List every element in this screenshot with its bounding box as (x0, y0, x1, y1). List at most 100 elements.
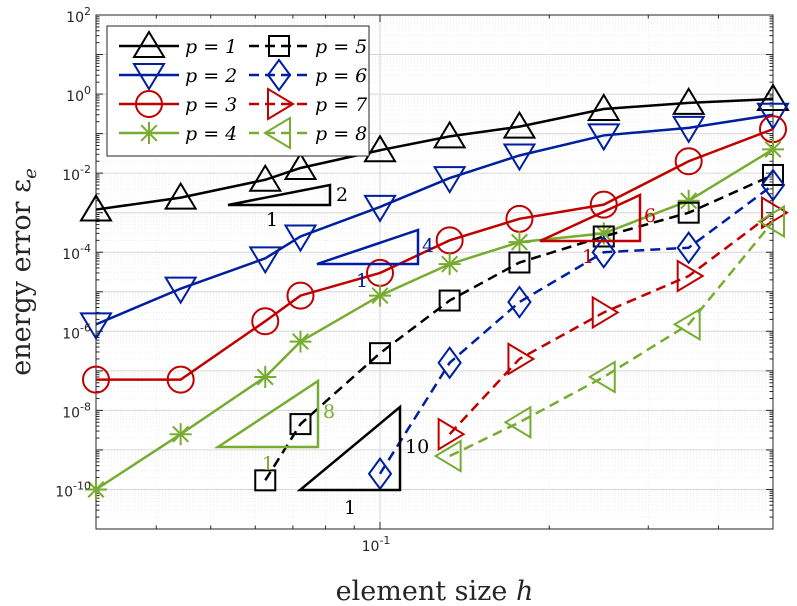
asterisk-stroke (371, 287, 389, 305)
series-3-point (82, 365, 110, 394)
series-2-point (163, 276, 198, 305)
series-7-point (676, 259, 705, 293)
series-layer (79, 83, 790, 501)
slope-triangle-2: 41 (316, 228, 434, 292)
legend-marker (267, 87, 295, 121)
legend-marker (138, 122, 160, 144)
slope-triangle-5: 101 (296, 404, 429, 519)
asterisk-stroke (510, 233, 528, 251)
x-tick-label: 10-1 (362, 534, 391, 555)
series-1-point (163, 181, 198, 210)
series-4-line (95, 148, 774, 491)
series-6-point (367, 457, 393, 491)
series-7 (437, 195, 789, 451)
slope-triangle-3: 61 (539, 193, 656, 268)
series-2-point (432, 166, 467, 195)
series-4-point (169, 423, 192, 446)
slope-run-label: 1 (266, 209, 278, 231)
y-tick-label: 10-10 (55, 479, 91, 500)
legend-marker (132, 63, 166, 91)
legend-marker (135, 90, 163, 118)
series-1-point (248, 163, 283, 192)
legend-marker (266, 58, 292, 92)
legend-label: p = 2 (185, 65, 237, 87)
y-tick-label: 10-4 (62, 242, 91, 263)
asterisk-stroke (256, 368, 274, 386)
series-6-point (676, 231, 701, 265)
slope-triangle-shape (539, 193, 642, 243)
series-1-point (283, 152, 318, 181)
series-8-point (672, 307, 701, 342)
slope-run-label: 1 (356, 270, 368, 292)
asterisk-stroke (291, 333, 309, 351)
series-5-point (508, 251, 531, 274)
asterisk-stroke (87, 480, 105, 498)
legend-item-2: p = 2 (119, 63, 237, 91)
series-8-point (757, 204, 785, 239)
asterisk-stroke (680, 192, 698, 210)
y-tick-label: 10-2 (62, 163, 91, 184)
series-2-point (79, 312, 113, 341)
series-2-point (248, 246, 283, 275)
legend-marker (132, 30, 166, 58)
series-4-point (438, 253, 461, 276)
series-1-point (79, 193, 113, 222)
legend-item-3: p = 3 (119, 90, 237, 118)
series-8-point (587, 360, 616, 394)
series-5 (254, 163, 784, 492)
legend-item-7: p = 7 (249, 87, 368, 121)
slope-rise-label: 6 (644, 205, 656, 227)
series-2-point (756, 102, 790, 131)
series-7-point (437, 417, 466, 451)
series-5-line (264, 173, 774, 482)
series-1-line (95, 97, 774, 211)
slope-rise-label: 2 (336, 184, 348, 206)
y-tick-label: 10-8 (62, 400, 91, 421)
series-4-point (289, 330, 312, 353)
slope-triangle-4: 81 (213, 378, 335, 475)
legend-item-4: p = 4 (119, 122, 237, 145)
series-5-point (369, 342, 392, 365)
series-6-point (591, 235, 616, 269)
y-axis-label: energy error εe (6, 168, 41, 376)
series-1-point (586, 93, 621, 121)
legend-label: p = 6 (315, 65, 367, 87)
series-2 (79, 102, 790, 341)
series-2-point (363, 194, 397, 223)
series-1-point (363, 134, 397, 163)
series-5-point (762, 163, 784, 186)
series-3 (82, 115, 787, 394)
series-2-point (502, 143, 537, 172)
series-4-point (254, 365, 277, 388)
series-3-point (286, 281, 315, 310)
legend-item-1: p = 1 (119, 30, 237, 58)
legend-item-5: p = 5 (249, 35, 367, 58)
series-6 (367, 168, 786, 491)
legend-item-6: p = 6 (249, 58, 367, 92)
legend-label: p = 3 (185, 94, 237, 116)
series-8-point (433, 439, 462, 473)
series-5-point (289, 413, 312, 436)
series-7-line (448, 211, 774, 436)
slope-triangle-shape (213, 378, 320, 449)
legend-marker (268, 35, 290, 57)
series-1-point (756, 83, 790, 112)
legend-label: p = 7 (315, 94, 368, 116)
asterisk-stroke (764, 140, 782, 158)
series-8 (433, 204, 785, 473)
series-5-point (677, 201, 700, 224)
series-6-point (437, 346, 462, 380)
series-7-point (591, 295, 620, 330)
axes-box (95, 14, 774, 530)
legend-item-8: p = 8 (249, 116, 367, 150)
legend: p = 1 p = 2 p = 3 p = 4 p = 5 p = 6 p = 7p = 8 (106, 25, 370, 157)
legend-label: p = 5 (315, 36, 367, 58)
series-2-point (671, 115, 706, 144)
slope-triangle-shape (296, 404, 402, 492)
series-1-point (432, 120, 467, 149)
slope-rise-label: 4 (422, 235, 434, 257)
slope-triangle-shape (316, 228, 420, 266)
series-5-point (592, 225, 615, 248)
